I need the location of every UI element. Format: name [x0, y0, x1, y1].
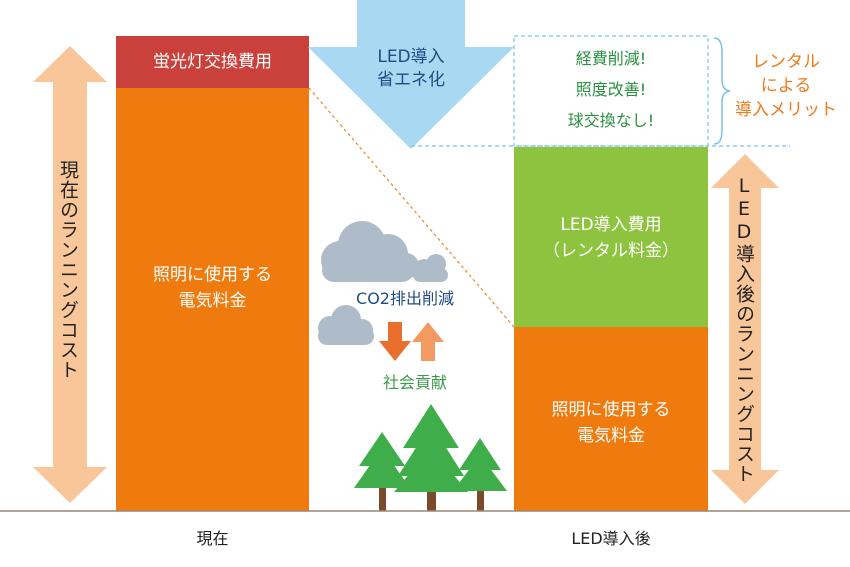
- right-axis-label: LED導入後のランニングコスト: [733, 175, 755, 484]
- led-cost-line2: （レンタル料金）: [543, 241, 679, 261]
- cloud-icon: [321, 221, 419, 282]
- after-led-bar: [514, 147, 708, 327]
- after-electricity-line1: 照明に使用する: [551, 400, 671, 420]
- reduction-dashed-line: [308, 87, 515, 328]
- cloud-small-icon: [413, 254, 448, 282]
- led-cost-label: LED導入費用 （レンタル料金）: [514, 212, 708, 264]
- merit-brace: [713, 37, 731, 145]
- cloud-lower-icon: [318, 305, 374, 345]
- tree-left-icon: [354, 432, 410, 511]
- left-axis-label: 現在のランニングコスト: [57, 160, 79, 380]
- led-arrow-label: LED導入 省エネ化: [357, 46, 465, 92]
- benefit-item: 球交換なし!: [567, 111, 655, 130]
- benefits-box: [513, 35, 709, 147]
- current-electricity-line2: 電気料金: [178, 291, 247, 311]
- led-down-arrow: [308, 0, 514, 149]
- merit-line1: レンタル: [752, 52, 820, 72]
- fluorescent-cost-label: 蛍光灯交換費用: [153, 52, 272, 72]
- down-arrow-icon: [379, 322, 411, 361]
- right-double-arrow: [711, 154, 779, 504]
- merit-line3: 導入メリット: [735, 100, 837, 120]
- after-electricity-label: 照明に使用する 電気料金: [514, 397, 708, 449]
- led-arrow-line2: 省エネ化: [377, 70, 445, 90]
- current-electricity-bar: [116, 88, 309, 511]
- merit-line2: による: [760, 76, 812, 96]
- left-double-arrow: [33, 46, 107, 503]
- led-arrow-line1: LED導入: [377, 47, 445, 67]
- tree-center-icon: [394, 404, 468, 511]
- led-cost-line1: LED導入費用: [560, 215, 662, 235]
- social-contribution-label: 社会貢献: [382, 373, 447, 392]
- current-fluorescent-bar: [116, 36, 309, 88]
- co2-label: CO2排出削減: [356, 289, 454, 308]
- benefit-item: 経費削減!: [575, 49, 647, 68]
- tree-right-icon: [453, 438, 507, 511]
- after-electricity-line2: 電気料金: [577, 426, 645, 446]
- current-bottom-label: 現在: [196, 529, 229, 548]
- merit-label: レンタル による 導入メリット: [722, 50, 850, 122]
- current-electricity-line1: 照明に使用する: [153, 265, 272, 285]
- benefits-list: 経費削減! 照度改善! 球交換なし!: [514, 43, 708, 136]
- after-bottom-label: LED導入後: [571, 529, 651, 548]
- up-arrow-icon: [412, 322, 444, 361]
- current-electricity-label: 照明に使用する 電気料金: [116, 262, 309, 314]
- benefit-item: 照度改善!: [575, 80, 647, 99]
- after-electricity-bar: [514, 327, 708, 511]
